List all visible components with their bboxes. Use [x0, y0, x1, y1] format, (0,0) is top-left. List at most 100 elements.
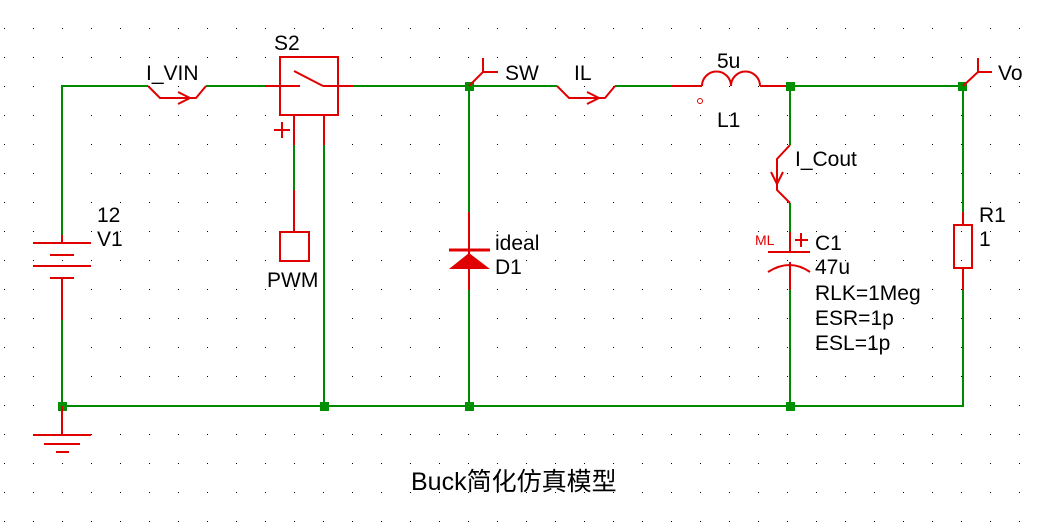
grid-dot [526, 347, 527, 348]
grid-dot [1019, 347, 1020, 348]
grid-dot [932, 28, 933, 29]
grid-dot [4, 289, 5, 290]
grid-dot [816, 231, 817, 232]
grid-dot [990, 521, 991, 522]
grid-dot [1019, 57, 1020, 58]
grid-dot [497, 318, 498, 319]
resistor-r1[interactable]: R1 1 [953, 204, 1006, 290]
grid-dot [381, 260, 382, 261]
grid-dot [961, 463, 962, 464]
grid-dot [1019, 434, 1020, 435]
grid-dot [613, 28, 614, 29]
grid-dot [787, 434, 788, 435]
grid-dot [33, 521, 34, 522]
grid-dot [91, 173, 92, 174]
grid-dot [903, 347, 904, 348]
junction-cap-gnd[interactable] [786, 402, 795, 411]
net-label-vo[interactable]: Vo [962, 58, 1023, 87]
pwm-source[interactable]: PWM [267, 190, 318, 292]
grid-dot [381, 173, 382, 174]
grid-dot [439, 318, 440, 319]
grid-dot [33, 289, 34, 290]
grid-dot [671, 57, 672, 58]
grid-dot [265, 521, 266, 522]
junction-diode-gnd[interactable] [465, 402, 474, 411]
grid-dot [178, 144, 179, 145]
wire-r1-bottom[interactable] [62, 290, 964, 407]
c1-param-esr: ESR=1p [815, 307, 894, 330]
grid-dot [294, 376, 295, 377]
grid-dot [584, 86, 585, 87]
grid-dot [642, 57, 643, 58]
grid-dot [903, 463, 904, 464]
capacitor-c1[interactable]: ML C1 47u RLK=1Meg ESR=1p ESL=1p [755, 232, 921, 355]
grid-dot [294, 463, 295, 464]
grid-dot [497, 289, 498, 290]
grid-dot [468, 521, 469, 522]
grid-dot [671, 376, 672, 377]
wire-vin-top[interactable] [61, 85, 148, 235]
current-probe-i-vin[interactable]: I_VIN [146, 62, 207, 105]
grid-dot [207, 463, 208, 464]
inductor-l1[interactable]: 5u L1 [672, 50, 786, 132]
grid-dot [352, 260, 353, 261]
grid-dot [613, 260, 614, 261]
grid-dot [207, 173, 208, 174]
grid-dot [381, 376, 382, 377]
grid-dot [178, 86, 179, 87]
grid-dot [381, 57, 382, 58]
battery-v1[interactable]: 12 V1 [33, 204, 123, 320]
grid-dot [4, 347, 5, 348]
grid-dot [178, 260, 179, 261]
grid-dot [352, 347, 353, 348]
grid-dot [903, 57, 904, 58]
grid-dot [729, 376, 730, 377]
junction-switch-gnd[interactable] [320, 402, 329, 411]
grid-dot [149, 521, 150, 522]
ground-symbol[interactable] [33, 406, 91, 453]
grid-dot [4, 115, 5, 116]
grid-dot [33, 376, 34, 377]
grid-dot [1019, 260, 1020, 261]
grid-dot [468, 492, 469, 493]
grid-dot [787, 202, 788, 203]
current-probe-i-cout[interactable]: I_Cout [770, 144, 857, 204]
vo-label: Vo [998, 62, 1023, 85]
diode-d1[interactable]: ideal D1 [449, 212, 539, 290]
grid-dot [845, 202, 846, 203]
grid-dot [932, 289, 933, 290]
grid-dot [4, 202, 5, 203]
current-probe-il[interactable]: IL [556, 62, 616, 105]
grid-dot [236, 260, 237, 261]
grid-dot [381, 231, 382, 232]
grid-dot [294, 347, 295, 348]
grid-dot [178, 202, 179, 203]
l1-value-label: 5u [717, 50, 740, 73]
grid-dot [410, 144, 411, 145]
grid-dot [178, 434, 179, 435]
grid-dot [642, 463, 643, 464]
grid-dot [990, 376, 991, 377]
grid-dot [729, 521, 730, 522]
grid-dot [265, 463, 266, 464]
grid-dot [439, 463, 440, 464]
grid-dot [700, 115, 701, 116]
net-label-sw[interactable]: SW [468, 58, 539, 87]
switch-s2[interactable]: S2 [265, 32, 353, 145]
grid-dot [816, 115, 817, 116]
grid-dot [990, 492, 991, 493]
grid-dot [729, 144, 730, 145]
grid-dot [91, 318, 92, 319]
junction-vo[interactable] [958, 82, 967, 91]
grid-dot [555, 28, 556, 29]
junction-l1-c1[interactable] [786, 82, 795, 91]
grid-dot [410, 434, 411, 435]
grid-dot [845, 434, 846, 435]
grid-dot [874, 347, 875, 348]
grid-dot [410, 260, 411, 261]
grid-dot [613, 318, 614, 319]
grid-dot [729, 202, 730, 203]
grid-dot [4, 463, 5, 464]
grid-dot [91, 231, 92, 232]
grid-dot [729, 260, 730, 261]
